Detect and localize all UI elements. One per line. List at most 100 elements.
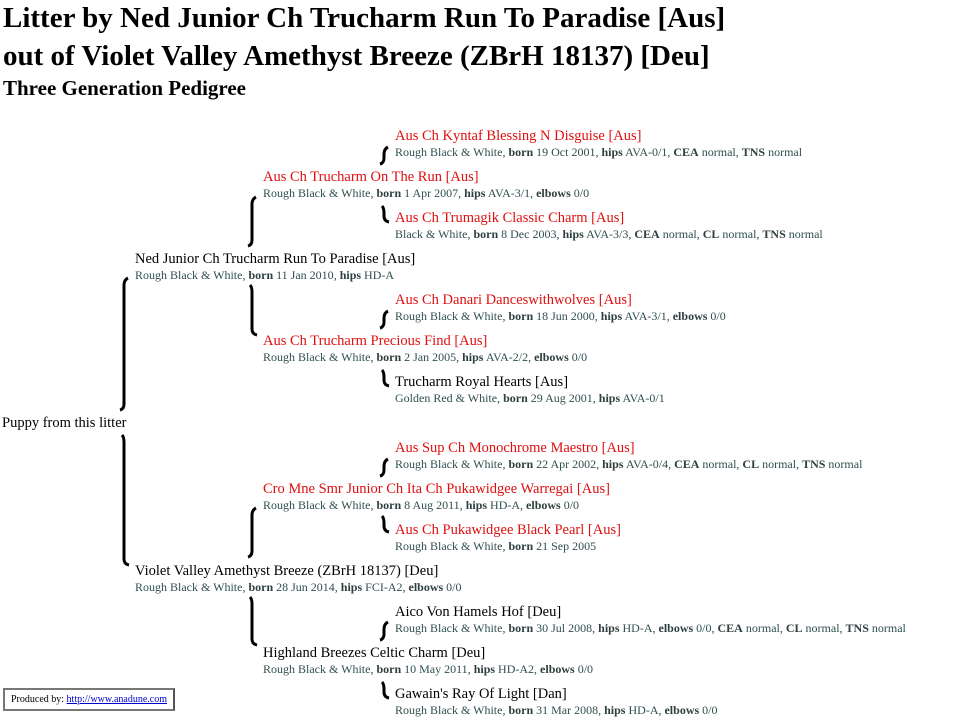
fact-label: CEA [634,227,660,241]
fact-label: hips [562,227,584,241]
fact-label: born [508,457,534,471]
fact-value: normal [662,227,697,241]
dog-entry-gen3: Aus Sup Ch Monochrome Maestro [Aus]Rough… [395,440,862,472]
dog-name: Aus Sup Ch Monochrome Maestro [Aus] [395,440,635,456]
dog-details: Rough Black & White, born 11 Jan 2010, h… [135,268,395,282]
coat: Golden Red & White [395,391,498,405]
fact-label: elbows [526,498,561,512]
fact-value: 18 Jun 2000 [536,309,595,323]
dog-details: Rough Black & White, born 21 Sep 2005 [395,539,597,553]
fact-value: normal [805,621,840,635]
coat: Rough Black & White [263,498,371,512]
fact-value: 8 Aug 2011 [404,498,460,512]
coat: Rough Black & White [135,580,243,594]
fact-value: HD-A [622,621,653,635]
fact-label: TNS [741,145,766,159]
fact-label: born [508,309,534,323]
bracket-line [120,433,130,567]
fact-label: elbows [672,309,708,323]
fact-label: elbows [540,662,575,676]
puppy-label: Puppy from this litter [2,415,127,431]
fact-value: 19 Oct 2001 [536,145,596,159]
dog-details: Rough Black & White, born 22 Apr 2002, h… [395,457,863,471]
dog-details: Rough Black & White, born 8 Aug 2011, hi… [263,498,580,512]
fact-label: TNS [845,621,869,635]
fact-value: FCI-A2 [365,580,403,594]
fact-value: normal [828,457,863,471]
bracket-line [379,309,389,330]
fact-label: CL [742,457,760,471]
fact-label: elbows [408,580,444,594]
dog-name: Trucharm Royal Hearts [Aus] [395,374,569,390]
dog-entry-gen3: Aus Ch Kyntaf Blessing N Disguise [Aus]R… [395,128,802,160]
dog-name: Violet Valley Amethyst Breeze (ZBrH 1813… [135,563,439,579]
bracket-line [247,506,257,559]
fact-value: AVA-3/3 [586,227,629,241]
footer-label: Produced by: [11,694,65,705]
fact-value: AVA-3/1 [487,186,531,200]
footer-link[interactable]: http://www.anadune.com [66,694,167,705]
fact-value: HD-A2 [498,662,535,676]
coat: Black & White [395,227,468,241]
fact-label: CEA [674,457,700,471]
fact-value: 8 Dec 2003 [501,227,557,241]
fact-label: hips [339,268,362,282]
bracket-line [247,195,257,248]
fact-label: born [508,539,534,553]
bracket-line [119,276,129,412]
fact-value: 21 Sep 2005 [536,539,597,553]
fact-label: born [248,580,274,594]
dog-entry-gen3: Aico Von Hamels Hof [Deu]Rough Black & W… [395,604,906,636]
dog-name: Aus Ch Kyntaf Blessing N Disguise [Aus] [395,128,642,144]
coat: Rough Black & White [395,621,503,635]
bracket-line [379,145,389,166]
fact-value: HD-A [364,268,395,282]
fact-label: hips [598,621,620,635]
fact-label: CEA [673,145,699,159]
fact-value: normal [871,621,906,635]
coat: Rough Black & White [135,268,243,282]
fact-value: normal [722,227,757,241]
fact-label: elbows [534,350,569,364]
dog-name: Aico Von Hamels Hof [Deu] [395,604,562,620]
dog-name: Aus Ch Trumagik Classic Charm [Aus] [395,210,625,226]
coat: Rough Black & White [395,457,503,471]
fact-label: TNS [762,227,786,241]
dog-details: Rough Black & White, born 10 May 2011, h… [263,662,594,676]
fact-label: hips [462,350,484,364]
dog-details: Rough Black & White, born 30 Jul 2008, h… [395,621,906,635]
coat: Rough Black & White [263,662,371,676]
fact-label: hips [464,186,486,200]
fact-label: hips [598,391,621,405]
fact-label: hips [604,703,626,717]
fact-value: 22 Apr 2002 [536,457,597,471]
fact-label: hips [601,145,623,159]
fact-label: elbows [664,703,700,717]
dog-entry-gen3: Aus Ch Pukawidgee Black Pearl [Aus]Rough… [395,522,621,554]
fact-value: 10 May 2011 [404,662,468,676]
coat: Rough Black & White [263,186,371,200]
coat: Rough Black & White [263,350,371,364]
dog-entry-gen2: Cro Mne Smr Junior Ch Ita Ch Pukawidgee … [263,481,610,513]
bracket-line [380,514,390,534]
bracket-line [380,680,390,700]
dog-details: Rough Black & White, born 2 Jan 2005, hi… [263,350,588,364]
fact-value: normal [701,145,736,159]
fact-value: 0/0 [563,498,580,512]
dog-entry-gen3: Trucharm Royal Hearts [Aus]Golden Red & … [395,374,665,406]
dog-entry-gen3: Aus Ch Danari Danceswithwolves [Aus]Roug… [395,292,726,324]
dog-details: Rough Black & White, born 28 Jun 2014, h… [135,580,462,594]
fact-label: elbows [658,621,694,635]
fact-label: hips [600,309,623,323]
bracket-line [248,595,258,647]
bracket-line [380,204,390,224]
fact-value: AVA-3/1 [624,309,667,323]
fact-value: 28 Jun 2014 [276,580,335,594]
bracket-line [248,283,258,337]
fact-label: born [376,350,402,364]
bracket-line [379,457,389,478]
fact-value: normal [788,227,823,241]
fact-label: born [508,621,534,635]
dog-name: Aus Ch Trucharm On The Run [Aus] [263,169,479,185]
dog-details: Rough Black & White, born 1 Apr 2007, hi… [263,186,590,200]
